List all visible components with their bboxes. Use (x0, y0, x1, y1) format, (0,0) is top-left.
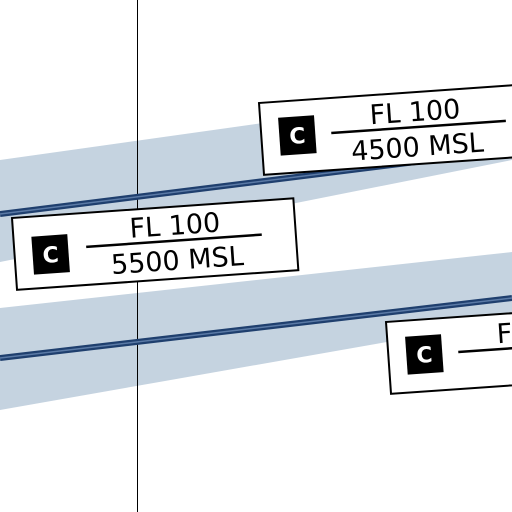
class-letter: C (289, 124, 307, 150)
ceiling-text: FL 100 (496, 313, 512, 350)
airspace-label-1[interactable]: C FL 100 4500 MSL (257, 82, 512, 176)
class-letter: C (42, 243, 60, 269)
route-line-lower (0, 295, 512, 361)
class-letter: C (416, 343, 434, 369)
airspace-label-3[interactable]: C FL 100 (384, 301, 512, 395)
airspace-label-2[interactable]: C FL 100 5500 MSL (10, 197, 300, 291)
